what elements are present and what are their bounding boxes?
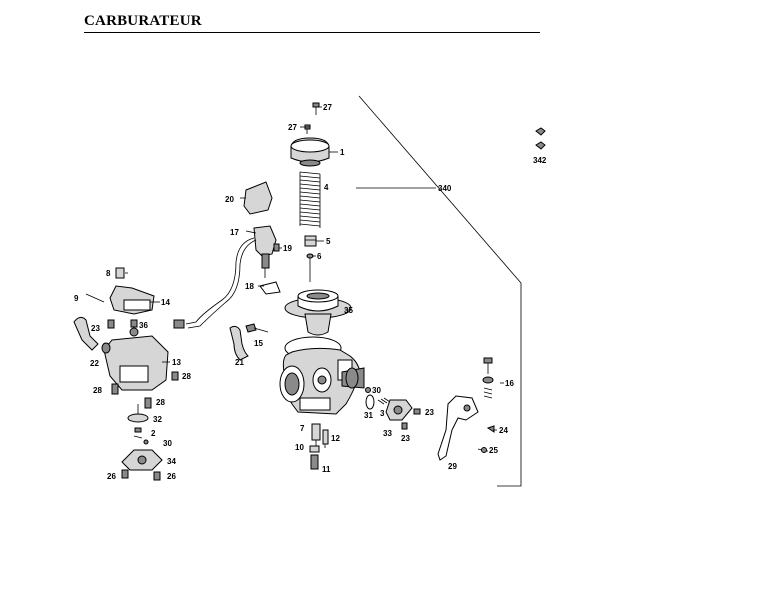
callout-19: 19 (283, 244, 292, 253)
callout-34: 34 (167, 457, 176, 466)
leader-lines (125, 106, 504, 452)
part-spring[interactable] (299, 171, 321, 228)
callout-1: 1 (340, 148, 345, 157)
callout-4: 4 (324, 183, 329, 192)
callout-13: 13 (172, 358, 181, 367)
part-carburetor-body[interactable] (279, 347, 365, 415)
part-diaphragm-piston[interactable] (284, 289, 352, 336)
part-auto-choke-17[interactable] (253, 225, 277, 278)
callout-31: 31 (364, 411, 373, 420)
callout-16: 16 (505, 379, 514, 388)
callout-2: 2 (151, 429, 156, 438)
callout-17: 17 (230, 228, 239, 237)
part-fitting-15[interactable] (245, 323, 269, 333)
callout-342: 342 (533, 156, 547, 165)
part-pilot-screw[interactable] (322, 429, 329, 448)
part-main-jet[interactable] (311, 423, 321, 446)
part-choke-wire[interactable] (173, 237, 257, 329)
part-screw-23-lower[interactable] (401, 422, 408, 430)
callout-14: 14 (161, 298, 170, 307)
part-hose-22[interactable] (73, 316, 99, 351)
callout-32: 32 (153, 415, 162, 424)
part-cover-34[interactable] (121, 449, 163, 471)
callout-29: 29 (448, 462, 457, 471)
part-top-cap[interactable] (290, 137, 330, 167)
part-hose-21[interactable] (229, 325, 249, 361)
callout-28-a: 28 (182, 372, 191, 381)
callout-9: 9 (74, 294, 79, 303)
part-cover-33[interactable] (385, 399, 413, 421)
callout-8: 8 (106, 269, 111, 278)
callout-11: 11 (322, 465, 331, 474)
callout-3: 3 (380, 409, 385, 418)
part-screw-19[interactable] (273, 243, 280, 252)
part-throttle-bracket[interactable] (437, 395, 479, 461)
part-float-valve-8[interactable] (115, 267, 125, 279)
part-diaphragm-32[interactable] (127, 404, 149, 423)
part-screw-24[interactable] (486, 425, 495, 433)
callout-27-lower: 27 (288, 123, 297, 132)
callout-23-lower: 23 (401, 434, 410, 443)
callout-26-a: 26 (107, 472, 116, 481)
part-screw-26-a[interactable] (121, 469, 129, 479)
part-gasket-31[interactable] (365, 394, 375, 410)
assembly-bracket-340 (358, 95, 522, 487)
part-needle-jet[interactable] (309, 445, 320, 453)
callout-24: 24 (499, 426, 508, 435)
part-float-bowl-13[interactable] (101, 327, 169, 391)
part-choke-plate-18[interactable] (259, 281, 281, 295)
part-slow-jet[interactable] (310, 454, 319, 470)
part-screw-27-top[interactable] (312, 102, 320, 115)
callout-28-b: 28 (93, 386, 102, 395)
part-screw-28-b[interactable] (111, 383, 119, 395)
callout-35: 35 (344, 306, 353, 315)
part-screw-28-c[interactable] (144, 397, 152, 409)
callout-30-left: 30 (163, 439, 172, 448)
part-spring-2[interactable] (133, 427, 143, 439)
callout-30-right: 30 (372, 386, 381, 395)
callout-36: 36 (139, 321, 148, 330)
callout-340: 340 (438, 184, 452, 193)
part-screw-28-a[interactable] (171, 371, 179, 381)
part-screw-27-lower[interactable] (304, 124, 311, 134)
callout-26-b: 26 (167, 472, 176, 481)
part-kit-342[interactable] (535, 127, 546, 150)
callout-23-left: 23 (91, 324, 100, 333)
part-spring-3[interactable] (377, 397, 391, 405)
part-pin-9[interactable] (85, 293, 105, 303)
callout-22: 22 (90, 359, 99, 368)
callout-21: 21 (235, 358, 244, 367)
callout-33: 33 (383, 429, 392, 438)
part-screw-26-b[interactable] (153, 471, 161, 481)
part-screw-23-right[interactable] (413, 408, 421, 415)
callout-27-top: 27 (323, 103, 332, 112)
callout-15: 15 (254, 339, 263, 348)
callout-10: 10 (295, 443, 304, 452)
callout-23-right: 23 (425, 408, 434, 417)
callout-labels: 27 27 1 4 340 342 20 17 19 5 6 8 18 9 14… (74, 103, 547, 481)
callout-7: 7 (300, 424, 305, 433)
part-screw-23-left[interactable] (107, 319, 115, 329)
part-float-14[interactable] (109, 285, 155, 315)
callout-12: 12 (331, 434, 340, 443)
part-screw-36[interactable] (130, 319, 138, 328)
callout-20: 20 (225, 195, 234, 204)
part-choke-cover-20[interactable] (243, 181, 273, 215)
part-screw-25[interactable] (477, 447, 487, 453)
callout-6: 6 (317, 252, 322, 261)
page-title: CARBURATEUR (84, 13, 202, 29)
part-adjuster-16[interactable] (482, 357, 494, 399)
title-underline (84, 32, 540, 33)
part-needle-holder[interactable] (304, 235, 317, 247)
part-washer-30-left[interactable] (143, 439, 149, 445)
callout-18: 18 (245, 282, 254, 291)
part-washer-30[interactable] (365, 387, 371, 393)
callout-25: 25 (489, 446, 498, 455)
part-jet-needle[interactable] (306, 253, 314, 282)
callout-28-c: 28 (156, 398, 165, 407)
callout-5: 5 (326, 237, 331, 246)
